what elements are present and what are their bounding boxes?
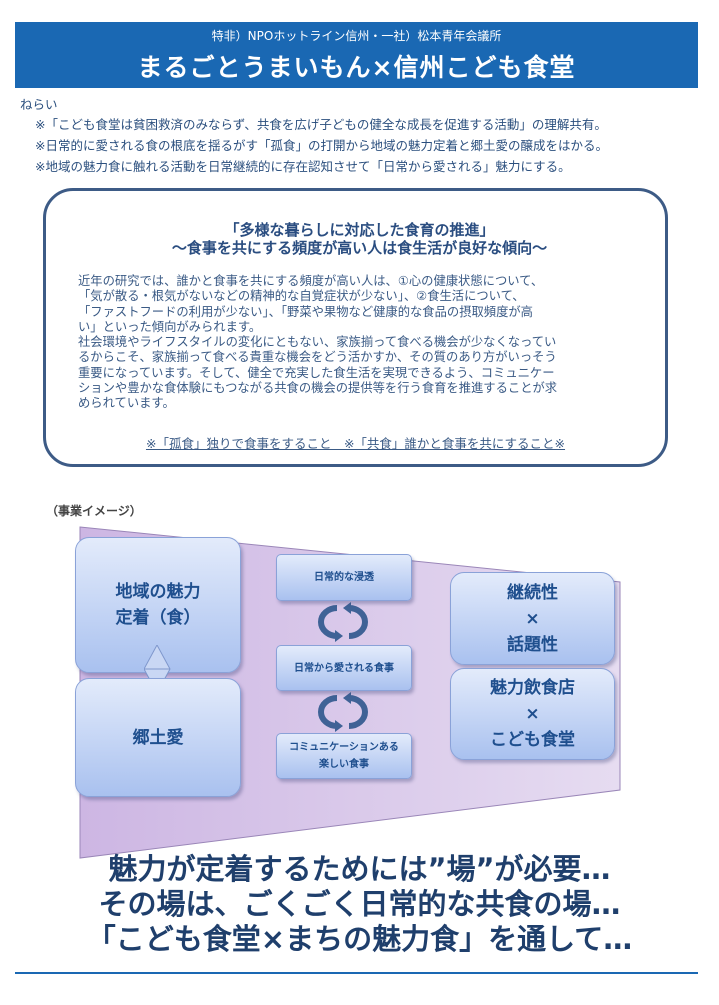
card-hometown-love: 郷土愛 [75,678,241,797]
message-line: 「こども食堂×まちの魅力食」を通して… [86,922,633,956]
diagram-label: （事業イメージ） [46,504,142,518]
card-communication-meals: コミュニケーションある 楽しい食事 [276,733,412,779]
card-text: 魅力飲食店 [490,678,575,698]
box-subheading: ～食事を共にする頻度が高い人は食生活が良好な傾向～ [171,239,548,257]
message-line: その場は、ごくごく日常的な共食の場… [98,887,621,921]
body-line: 「気が散る・根気がないなどの精神的な自覚症状が少ない」、②食生活について、 [78,289,525,304]
card-text: コミュニケーションある [289,742,399,753]
card-text: 楽しい食事 [319,759,369,770]
header-banner: 特非）NPOホットライン信州・一社）松本青年会議所 まるごとうまいもん×信州こど… [15,22,698,88]
cycle-arrows-icon [318,602,368,642]
aim-item: ※地域の魅力食に触れる活動を日常継続的に存在認知させて「日常から愛される」魅力に… [35,159,571,174]
aim-item: ※「こども食堂は貧困救済のみならず、共食を広げ子どもの健全な成長を促進する活動」… [35,117,607,132]
cycle-arrows-icon [318,692,368,732]
card-text: × [525,704,540,724]
card-continuity: 継続性 × 話題性 [450,572,615,665]
card-text: 日常的な浸透 [314,572,374,583]
info-box [43,188,668,467]
header-subtitle: 特非）NPOホットライン信州・一社）松本青年会議所 [211,29,502,43]
card-text: 日常から愛される食事 [294,662,394,674]
box-heading: 「多様な暮らしに対応した食育の推進」 [224,221,495,239]
card-loved-meals: 日常から愛される食事 [276,645,412,691]
body-line: ションや豊かな食体験にもつながる共食の機会の提供等を行う食育を推進することが求 [78,381,558,396]
card-daily-penetration: 日常的な浸透 [276,554,412,601]
card-text: 話題性 [507,634,558,655]
bottom-divider [15,972,698,974]
body-line: 「ファストフードの利用が少ない」、「野菜や果物など健康的な食品の摂取頻度が高 [78,304,533,319]
aim-item: ※日常的に愛される食の根底を揺るがす「孤食」の打開から地域の魅力定着と郷土愛の醸… [35,138,608,153]
body-line: 社会環境やライフスタイルの変化にともない、家族揃って食べる機会が少なくなってい [78,335,557,350]
box-footnote: ※「孤食」独りで食事をすること ※「共食」誰かと食事を共にすること※ [145,436,566,451]
card-text: こども食堂 [490,730,575,750]
body-line: 重要になっています。そして、健全で充実した食生活を実現できるよう、コミュニケー [78,365,555,380]
card-restaurants: 魅力飲食店 × こども食堂 [450,668,615,760]
card-text: 地域の魅力 [115,582,201,602]
body-line: い」といった傾向がみられます。 [78,319,262,334]
message-line: 魅力が定着するためには”場”が必要… [108,852,611,886]
aims-label: ねらい [20,97,58,112]
card-text: 定着（食） [115,608,201,628]
body-line: るからこそ、家族揃って食べる貴重な機会をどう活かすか、その質のあり方がいっそう [78,350,557,365]
card-text: × [525,608,540,629]
card-text: 継続性 [507,582,558,603]
card-text: 郷土愛 [132,727,184,748]
page-title: まるごとうまいもん×信州こども食堂 [137,53,576,82]
box-body: 近年の研究では、誰かと食事を共にする頻度が高い人は、①心の健康状態について、 「… [78,274,638,412]
body-line: 近年の研究では、誰かと食事を共にする頻度が高い人は、①心の健康状態について、 [78,274,544,288]
body-line: められています。 [78,396,175,411]
